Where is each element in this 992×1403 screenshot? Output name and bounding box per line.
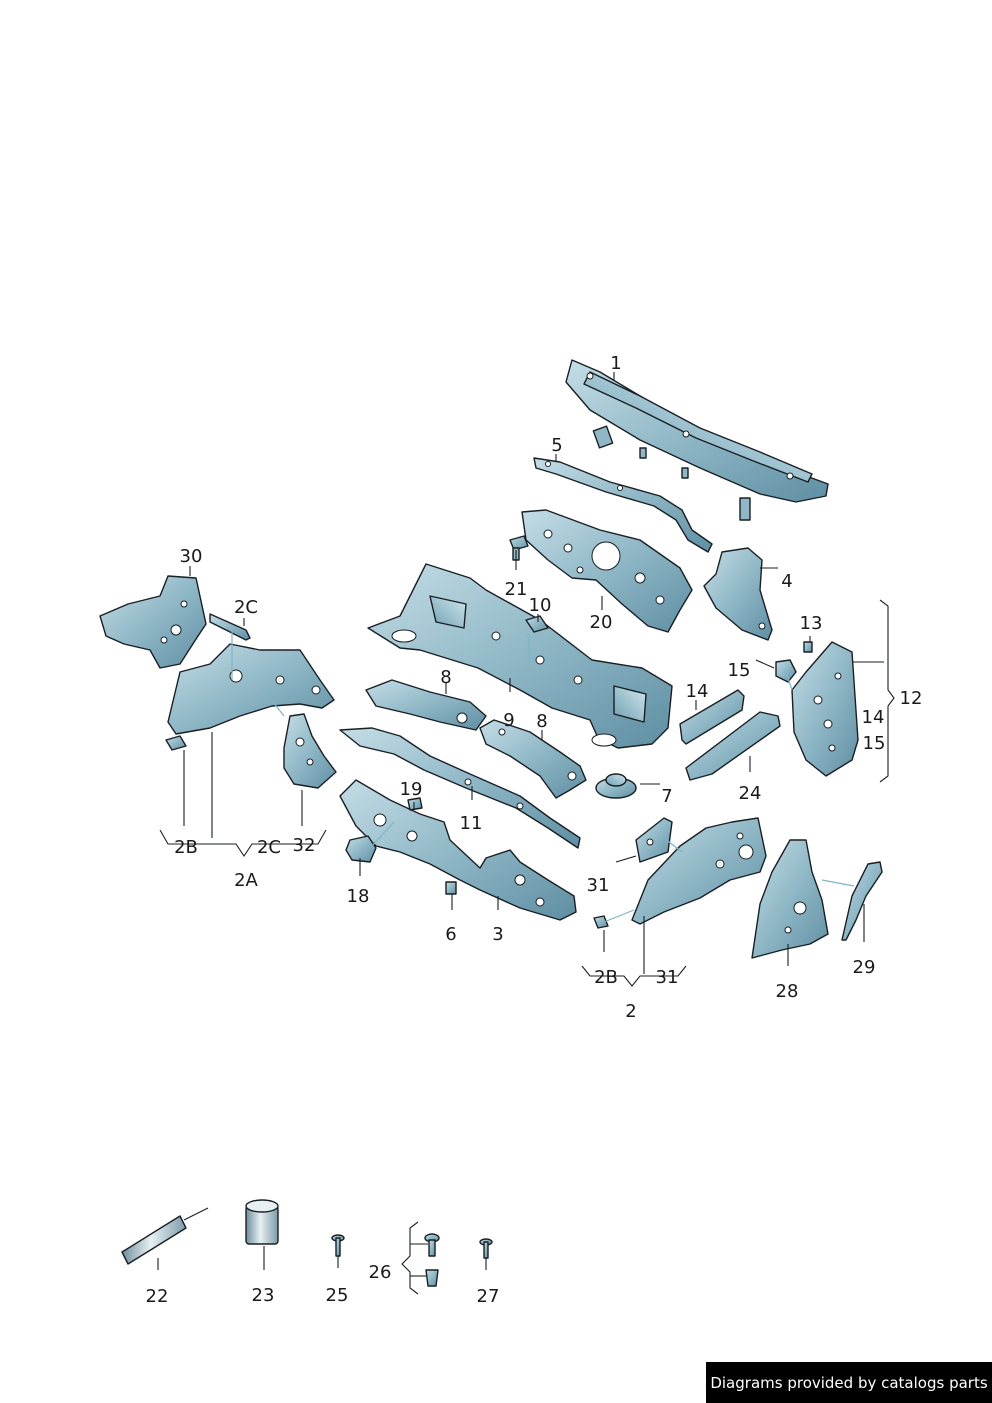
part-22-sealant-gun[interactable] [121, 1207, 209, 1265]
part-30-panel[interactable] [99, 575, 207, 669]
part-2-wheelhouse[interactable] [631, 817, 767, 925]
callout-27[interactable]: 27 [477, 1286, 500, 1307]
callout-2b-left[interactable]: 2B [174, 837, 198, 858]
part-26-screw-a[interactable] [424, 1233, 440, 1257]
part-13-clip[interactable] [803, 641, 813, 653]
part-29-strip[interactable] [841, 861, 883, 941]
callout-2b-right[interactable]: 2B [594, 967, 618, 988]
callout-8-b[interactable]: 8 [536, 711, 547, 732]
callout-14-a[interactable]: 14 [686, 681, 709, 702]
assembly-lines [231, 630, 855, 923]
part-10-clip[interactable] [525, 615, 549, 633]
part-9-strip[interactable] [479, 719, 587, 799]
callout-15-b[interactable]: 15 [863, 733, 886, 754]
part-21-bolt[interactable] [509, 535, 529, 561]
part-23-container[interactable] [245, 1199, 279, 1245]
callout-26[interactable]: 26 [369, 1262, 392, 1283]
callout-24[interactable]: 24 [739, 783, 762, 804]
callout-4[interactable]: 4 [781, 571, 792, 592]
callout-1[interactable]: 1 [610, 353, 621, 374]
part-25-screw[interactable] [331, 1234, 345, 1257]
callout-8-a[interactable]: 8 [440, 667, 451, 688]
part-14-strip[interactable] [679, 689, 745, 745]
part-plenum-panel[interactable] [367, 563, 673, 749]
part-2b-clip-right[interactable] [593, 915, 609, 929]
callout-2c-bottom[interactable]: 2C [257, 837, 281, 858]
callout-32[interactable]: 32 [293, 835, 316, 856]
callout-3[interactable]: 3 [492, 924, 503, 945]
callout-6[interactable]: 6 [445, 924, 456, 945]
callout-labels: 1 5 4 21 20 10 8 9 8 11 19 18 6 3 7 14 1… [146, 353, 923, 1307]
callout-2a[interactable]: 2A [234, 870, 258, 891]
part-11-member[interactable] [339, 727, 581, 849]
part-5-strip[interactable] [533, 457, 713, 553]
callout-22[interactable]: 22 [146, 1286, 169, 1307]
part-8-strip-a[interactable] [365, 679, 487, 731]
part-1-cross-member[interactable] [565, 359, 829, 521]
callout-2[interactable]: 2 [625, 1001, 636, 1022]
callout-20[interactable]: 20 [590, 612, 613, 633]
callout-31-b[interactable]: 31 [656, 967, 679, 988]
callout-5[interactable]: 5 [551, 435, 562, 456]
callout-11[interactable]: 11 [460, 813, 483, 834]
callout-9[interactable]: 9 [503, 710, 514, 731]
callout-25[interactable]: 25 [326, 1285, 349, 1306]
callout-23[interactable]: 23 [252, 1285, 275, 1306]
callout-18[interactable]: 18 [347, 886, 370, 907]
callout-15-a[interactable]: 15 [728, 660, 751, 681]
part-28-panel[interactable] [751, 839, 829, 959]
callout-19[interactable]: 19 [400, 779, 423, 800]
callout-12[interactable]: 12 [900, 688, 923, 709]
part-31-bracket[interactable] [635, 817, 673, 863]
part-7-grommet[interactable] [595, 773, 637, 799]
callout-14-b[interactable]: 14 [862, 707, 885, 728]
callout-10[interactable]: 10 [529, 595, 552, 616]
bracket-braces [159, 599, 895, 1295]
callout-31-a[interactable]: 31 [587, 875, 610, 896]
part-24-rail[interactable] [685, 711, 781, 781]
callout-7[interactable]: 7 [661, 786, 672, 807]
callout-21[interactable]: 21 [505, 579, 528, 600]
callout-13[interactable]: 13 [800, 613, 823, 634]
part-20-bulkhead-panel[interactable] [521, 509, 693, 633]
callout-29[interactable]: 29 [853, 957, 876, 978]
callout-28[interactable]: 28 [776, 981, 799, 1002]
part-2c-strip[interactable] [209, 613, 251, 641]
leader-lines [157, 372, 884, 1277]
part-19-bolt[interactable] [407, 797, 423, 811]
part-15-bracket[interactable] [775, 659, 797, 683]
callout-2c-top[interactable]: 2C [234, 597, 258, 618]
part-3-lower-member[interactable] [339, 779, 577, 921]
callout-30[interactable]: 30 [180, 546, 203, 567]
part-6-nut[interactable] [445, 881, 457, 895]
part-4-side-bracket[interactable] [703, 547, 773, 641]
part-2a-assembly[interactable] [167, 643, 335, 735]
footer-credit: Diagrams provided by catalogs parts [706, 1362, 992, 1403]
part-26-screw-b[interactable] [425, 1269, 439, 1287]
part-18-bracket[interactable] [345, 835, 377, 863]
part-2b-clip-left[interactable] [165, 735, 187, 751]
part-32-panel[interactable] [283, 713, 337, 789]
part-27-screw[interactable] [479, 1238, 493, 1259]
part-12-side-panel[interactable] [791, 641, 859, 777]
